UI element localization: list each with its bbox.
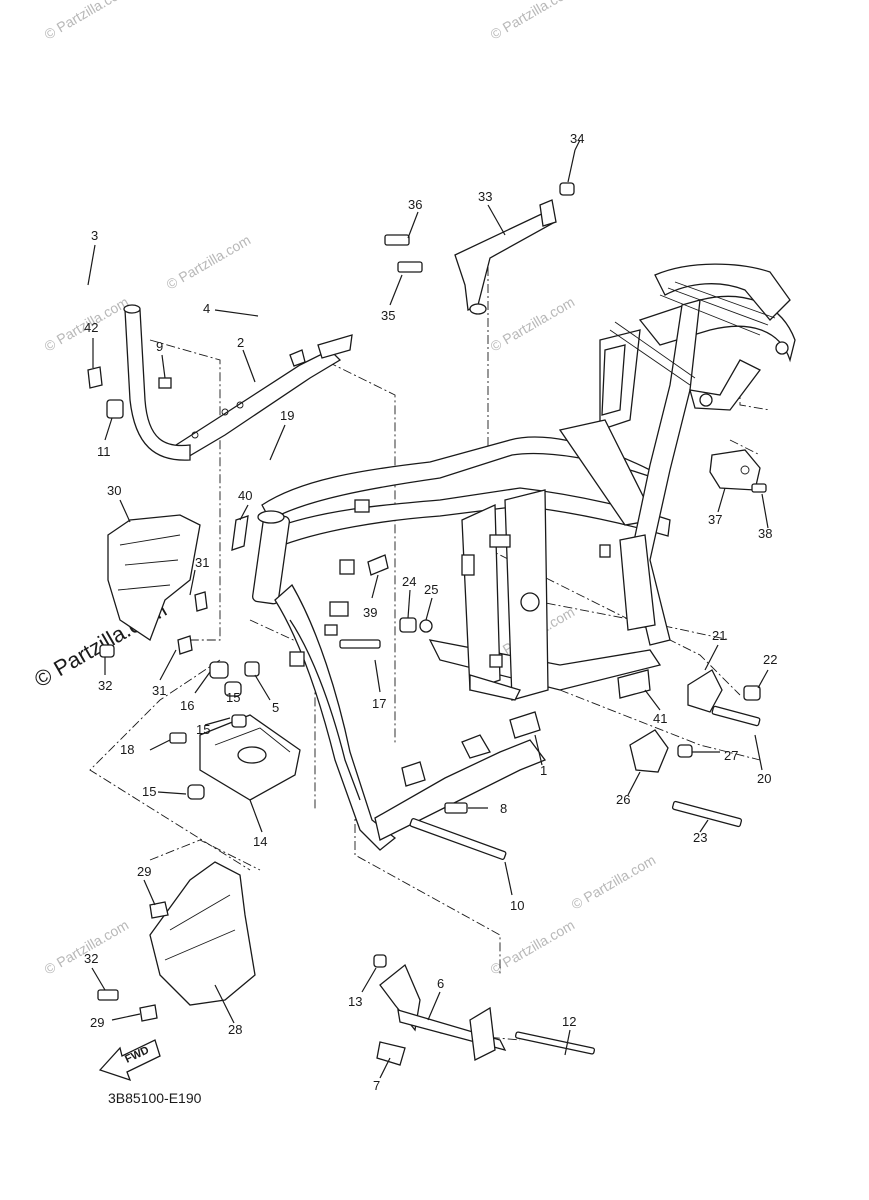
callout-9: 9	[156, 339, 163, 354]
callout-24: 24	[402, 574, 416, 589]
callout-21: 21	[712, 628, 726, 643]
callout-31a: 31	[195, 555, 209, 570]
watermark-1: © Partzilla.com	[42, 0, 132, 43]
callout-5: 5	[272, 700, 279, 715]
callout-41: 41	[653, 711, 667, 726]
callout-26: 26	[616, 792, 630, 807]
part-14-mount	[169, 661, 301, 801]
callout-29a: 29	[137, 864, 151, 879]
forward-arrow-icon: FWD	[98, 1039, 161, 1082]
callout-28: 28	[228, 1022, 242, 1037]
callout-42: 42	[84, 320, 98, 335]
callout-11: 11	[97, 444, 111, 459]
callout-39: 39	[363, 605, 377, 620]
watermark-7: © Partzilla.com	[488, 917, 578, 978]
callout-34: 34	[570, 131, 584, 146]
lower-parts	[373, 802, 596, 1066]
callout-18: 18	[120, 742, 134, 757]
part-2-bar	[175, 334, 353, 459]
watermark-9: © Partzilla.com	[569, 852, 659, 913]
leader-lines	[87, 139, 769, 1079]
part-37-block	[709, 449, 767, 493]
callout-10: 10	[510, 898, 524, 913]
rear-right-parts	[629, 669, 761, 828]
part-30-cover	[99, 514, 208, 658]
callout-15b: 15	[142, 784, 156, 799]
callout-23: 23	[693, 830, 707, 845]
part-28-cover	[97, 861, 256, 1022]
callout-40: 40	[238, 488, 252, 503]
main-frame	[252, 263, 796, 851]
diagram-code: 3B85100-E190	[108, 1090, 202, 1106]
callout-14: 14	[253, 834, 267, 849]
watermark-8: © Partzilla.com	[164, 232, 254, 293]
watermark-4: © Partzilla.com	[488, 294, 578, 355]
callout-6: 6	[437, 976, 444, 991]
part-33-bracket	[384, 182, 575, 315]
watermark-6: © Partzilla.com	[42, 917, 132, 978]
callout-3: 3	[91, 228, 98, 243]
callout-15c: 15	[226, 690, 240, 705]
misc-small-parts	[231, 515, 651, 699]
callout-20: 20	[757, 771, 771, 786]
callout-38: 38	[758, 526, 772, 541]
callout-12: 12	[562, 1014, 576, 1029]
callout-2: 2	[237, 335, 244, 350]
callout-30: 30	[107, 483, 121, 498]
callout-7: 7	[373, 1078, 380, 1093]
callout-32b: 32	[84, 951, 98, 966]
callout-27: 27	[724, 748, 738, 763]
callout-25: 25	[424, 582, 438, 597]
callout-37: 37	[708, 512, 722, 527]
watermark-2: © Partzilla.com	[488, 0, 578, 43]
callout-4: 4	[203, 301, 210, 316]
callout-22: 22	[763, 652, 777, 667]
part-11-tube	[87, 304, 191, 461]
callout-35: 35	[381, 308, 395, 323]
callout-16: 16	[180, 698, 194, 713]
callout-15a: 15	[196, 722, 210, 737]
callout-31b: 31	[152, 683, 166, 698]
callout-36: 36	[408, 197, 422, 212]
callout-19: 19	[280, 408, 294, 423]
callout-17: 17	[372, 696, 386, 711]
callout-33: 33	[478, 189, 492, 204]
callout-8: 8	[500, 801, 507, 816]
callout-1: 1	[540, 763, 547, 778]
callout-labels: 1 2 3 4 5 6 7 8 9 10 11 12 13 14 15 15 1…	[84, 131, 777, 1093]
callout-29b: 29	[90, 1015, 104, 1030]
callout-32a: 32	[98, 678, 112, 693]
callout-13: 13	[348, 994, 362, 1009]
